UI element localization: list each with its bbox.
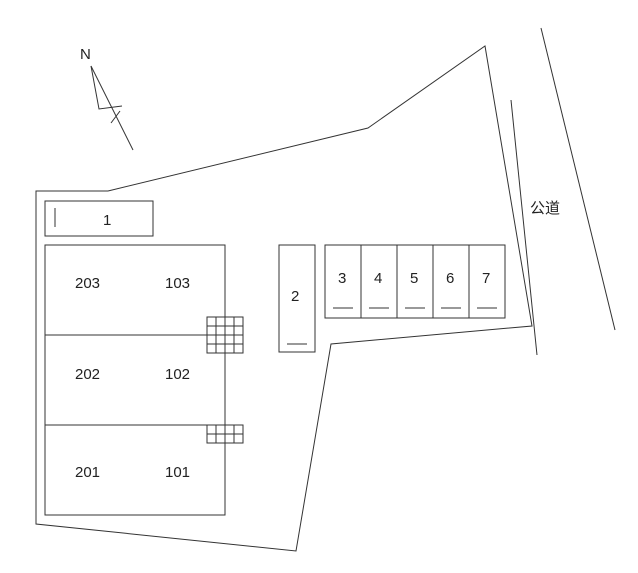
road-label: 公道 <box>530 200 560 217</box>
unit-label: 203 <box>75 275 100 292</box>
north-arrow-icon: N <box>80 46 134 151</box>
apartment-building: 203 103 202 102 201 101 <box>44 244 226 516</box>
parking-slot-1: 1 <box>44 200 154 237</box>
unit-label: 103 <box>165 275 190 292</box>
north-label: N <box>80 46 91 63</box>
parking-slot-label: 4 <box>374 270 382 287</box>
stairs-upper-icon <box>206 316 244 354</box>
parking-slot-label: 2 <box>291 288 299 305</box>
unit-label: 101 <box>165 464 190 481</box>
unit-label: 201 <box>75 464 100 481</box>
property-boundary <box>35 45 533 552</box>
road-line-right <box>540 27 616 331</box>
parking-slot-label: 6 <box>446 270 454 287</box>
unit-label: 102 <box>165 366 190 383</box>
parking-slot-label: 7 <box>482 270 490 287</box>
stairs-lower-icon <box>206 424 244 444</box>
parking-row: 3 4 5 6 7 <box>324 244 506 319</box>
road-line-left <box>510 99 538 356</box>
unit-label: 202 <box>75 366 100 383</box>
parking-slot-label: 1 <box>103 212 111 229</box>
parking-slot-label: 5 <box>410 270 418 287</box>
parking-slot-label: 3 <box>338 270 346 287</box>
parking-slot-2: 2 <box>278 244 316 353</box>
